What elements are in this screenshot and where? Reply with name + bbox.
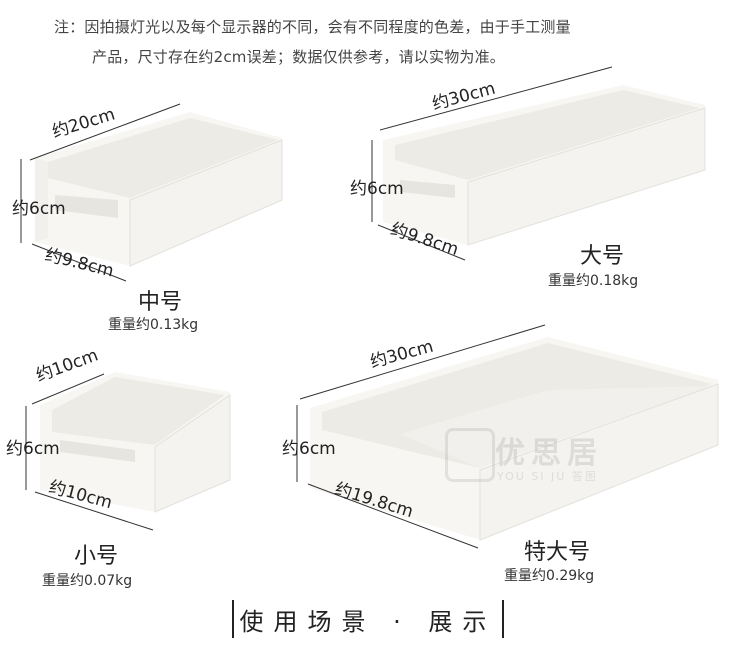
large-height-label: 约6cm [350,179,404,199]
medium-weight: 重量约0.13kg [108,317,199,333]
medium-height-label: 约6cm [12,199,66,219]
small-size-name: 小号 [74,544,119,569]
section-title-text: 使用场景 · 展示 [239,607,497,636]
small-height-label: 约6cm [6,439,60,459]
medium-size-name: 中号 [138,290,183,315]
extra-large-box-image [296,324,719,549]
watermark-en: YOU SI JU 答图 [497,470,598,483]
extra-large-height-label: 约6cm [282,439,336,459]
watermark-cn: 优思居 [495,436,603,471]
small-weight: 重量约0.07kg [42,573,133,589]
large-size-name: 大号 [580,244,625,269]
section-title: 使用场景 · 展示 [232,600,504,638]
owl-logo-icon [445,428,495,482]
disclaimer-line-1: 注：因拍摄灯光以及每个显示器的不同，会有不同程度的色差，由于手工测量 [54,18,571,36]
disclaimer-note: 注：因拍摄灯光以及每个显示器的不同，会有不同程度的色差，由于手工测量 产品，尺寸… [54,12,571,72]
medium-box-image [20,103,283,282]
large-box-image [371,66,706,261]
disclaimer-line-2: 产品，尺寸存在约2cm误差；数据仅供参考，请以实物为准。 [92,48,506,66]
large-weight: 重量约0.18kg [548,273,639,289]
small-box-image [25,372,231,531]
extra-large-size-name: 特大号 [524,540,591,565]
brand-watermark: 优思居 YOU SI JU 答图 [445,428,603,484]
extra-large-weight: 重量约0.29kg [504,568,595,584]
